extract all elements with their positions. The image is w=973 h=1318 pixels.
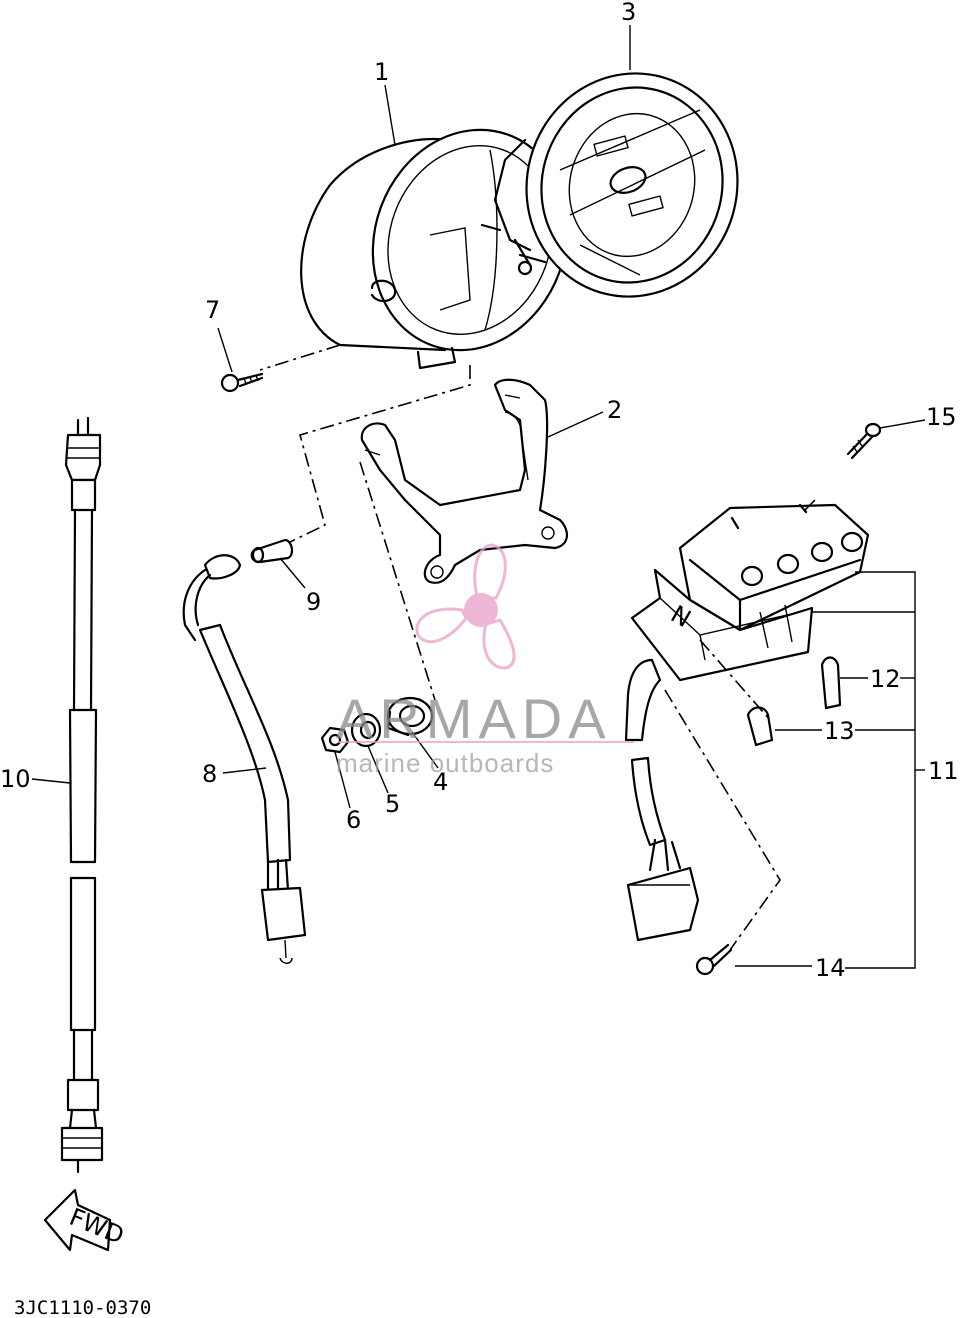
screw-part-15 (846, 422, 882, 460)
diagram-code: 3JC1110-0370 (14, 1297, 151, 1318)
speedometer-cable-part-10 (60, 416, 104, 1174)
indicator-assembly-part-11: N (624, 503, 870, 942)
speedometer-part-3 (480, 72, 739, 298)
watermark-tagline: marine outboards (336, 748, 554, 778)
grommet-part-4 (386, 696, 434, 737)
callout-3: 3 (621, 0, 636, 26)
callout-2: 2 (607, 396, 622, 424)
callout-14: 14 (815, 954, 846, 982)
lamp-cord-part-8 (182, 554, 307, 964)
callout-12: 12 (870, 665, 901, 693)
callout-7: 7 (205, 296, 220, 324)
callout-8: 8 (202, 760, 217, 788)
bulb-socket-part-13 (746, 706, 774, 747)
callout-11: 11 (928, 757, 959, 785)
bulb-part-12 (820, 656, 842, 710)
meter-housing-part-1 (300, 128, 569, 370)
washer-part-5 (350, 712, 382, 748)
watermark-divider (338, 741, 634, 743)
propeller-logo-icon (415, 543, 516, 670)
fwd-arrow-icon: FWD (43, 1188, 128, 1252)
leader-lines (31, 25, 926, 969)
callout-4: 4 (433, 768, 448, 796)
bracket-part-2 (360, 378, 568, 584)
screw-part-14 (695, 943, 733, 976)
callout-13: 13 (824, 717, 855, 745)
callout-10: 10 (0, 765, 31, 793)
screw-part-7 (220, 372, 264, 393)
cap-part-9 (250, 538, 294, 564)
callout-15: 15 (926, 403, 957, 431)
callout-9: 9 (306, 588, 321, 616)
armada-watermark: ARMADA marine outboards (336, 543, 634, 778)
callout-6: 6 (346, 806, 361, 834)
callout-5: 5 (385, 790, 400, 818)
watermark-brand: ARMADA (336, 687, 612, 750)
callout-1: 1 (374, 58, 389, 86)
callouts: 1 2 3 4 5 6 7 8 9 10 11 12 13 14 15 (0, 0, 959, 982)
